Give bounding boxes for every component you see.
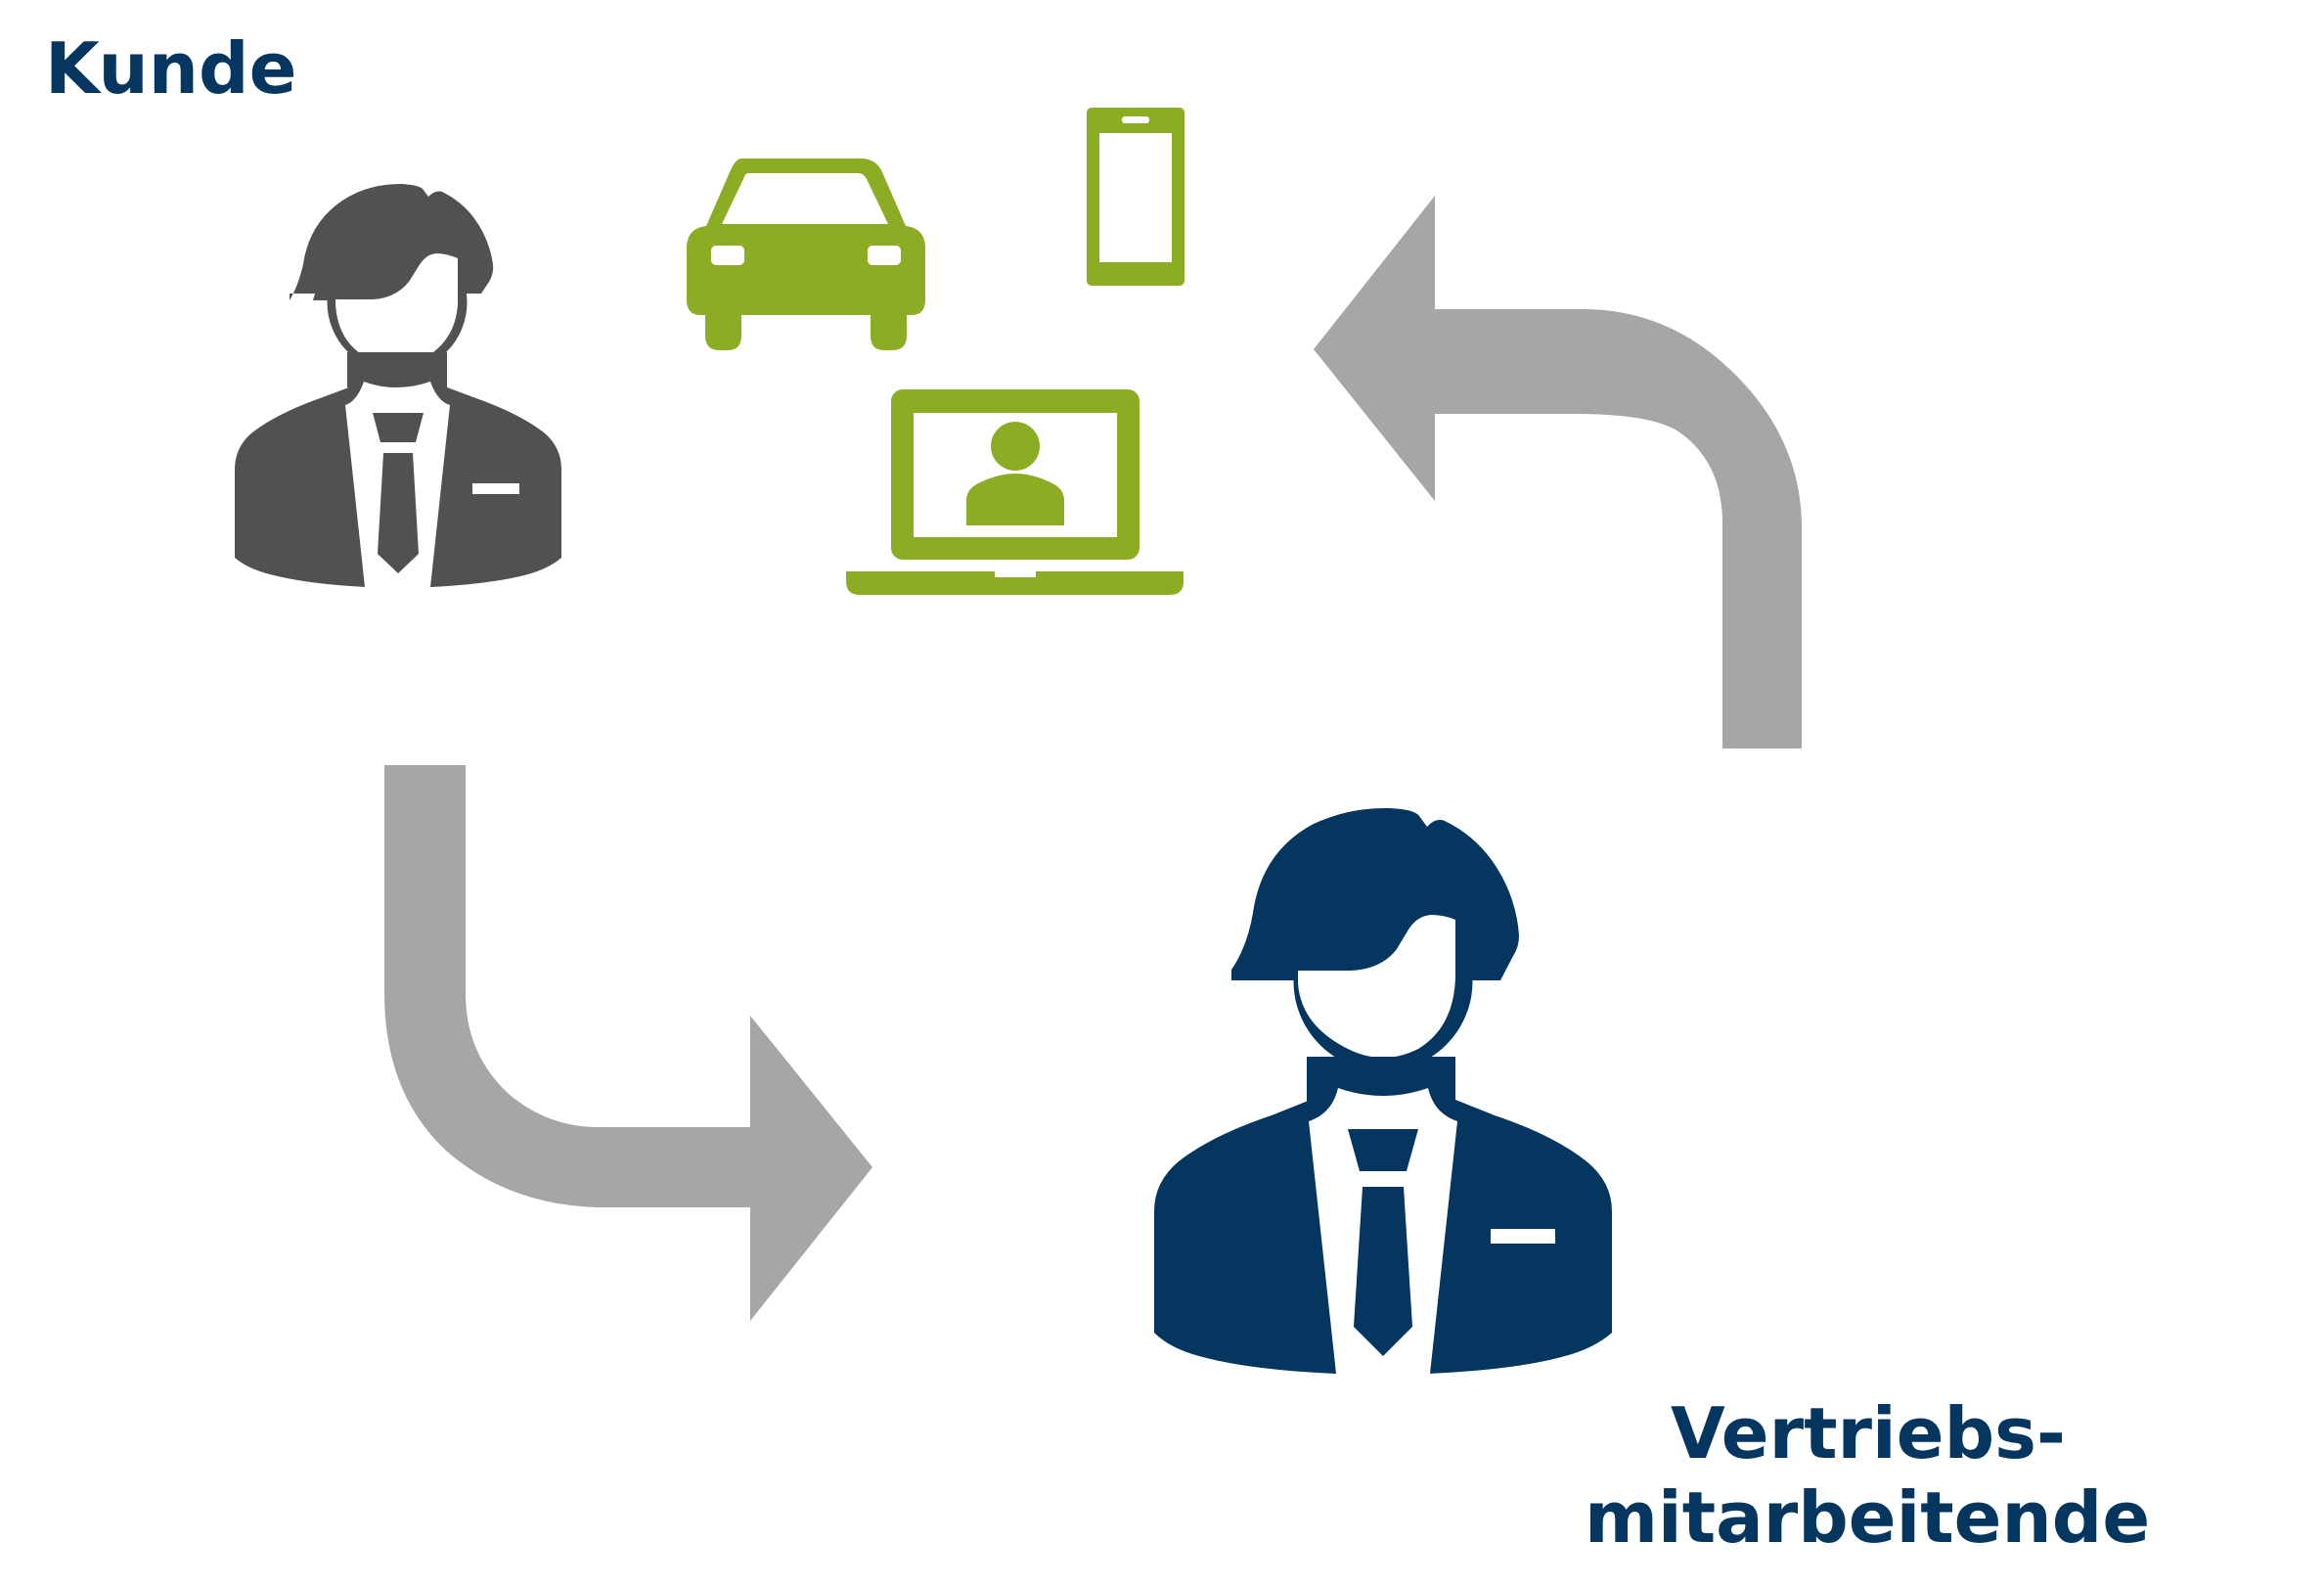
sales-label-line1: Vertriebs-: [1671, 1392, 2066, 1474]
laptop-video-call-icon: [846, 389, 1184, 595]
arrow-down-right-icon: [384, 765, 872, 1321]
sales-person-icon: [1154, 807, 1612, 1374]
customer-label: Kunde: [45, 27, 296, 110]
car-icon: [687, 159, 925, 350]
customer-person-icon: [235, 184, 561, 587]
smartphone-icon: [1087, 108, 1184, 286]
sales-label-line2: mitarbeitende: [1585, 1476, 2150, 1559]
arrow-up-left-icon: [1314, 196, 1802, 748]
